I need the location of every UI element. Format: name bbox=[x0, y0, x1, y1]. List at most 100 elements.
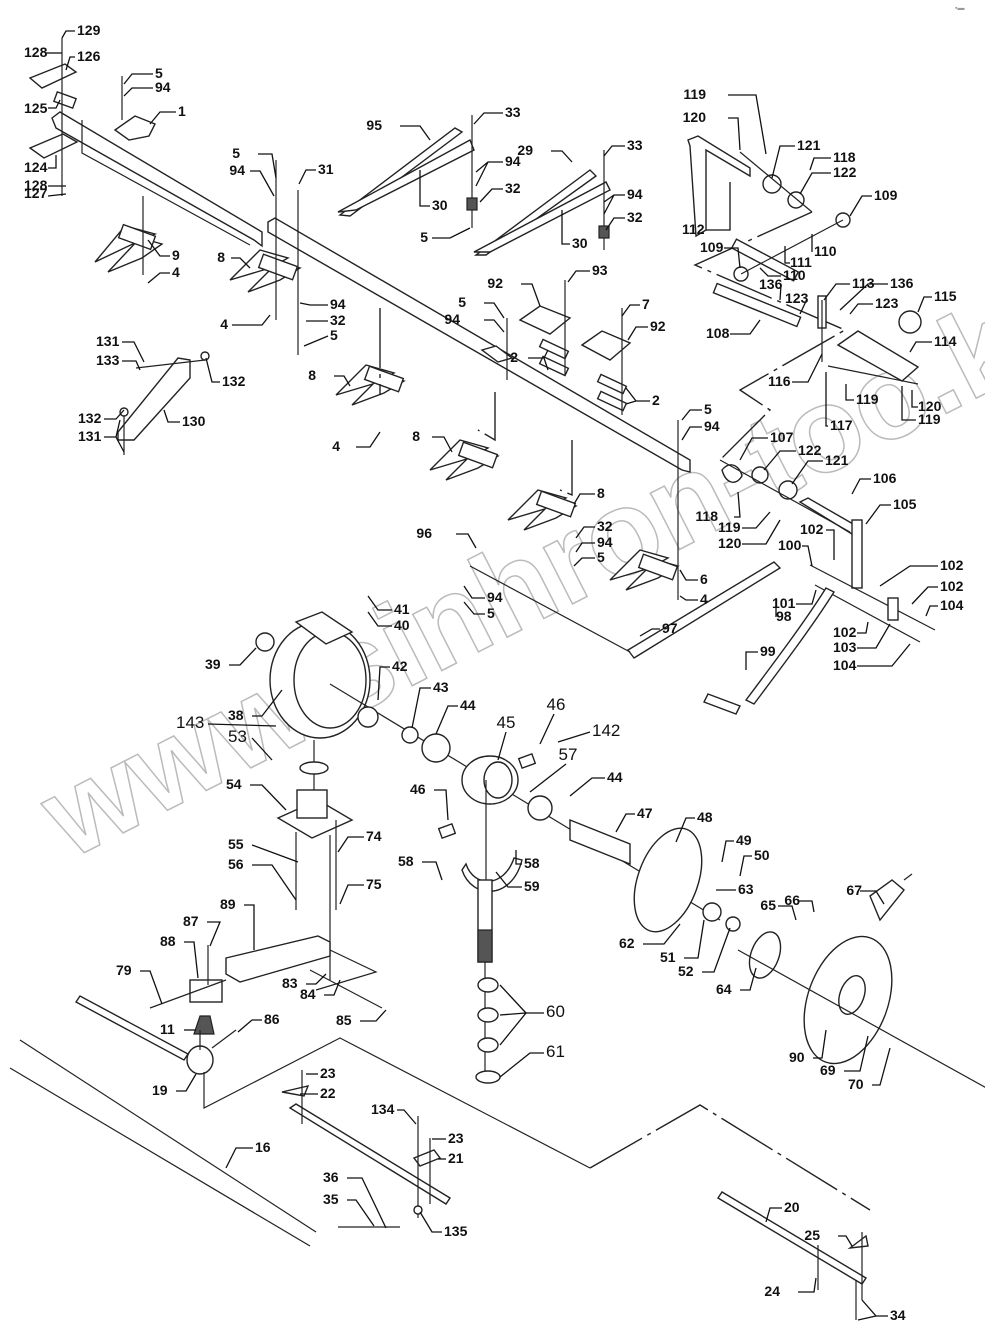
callout-122: 122 bbox=[763, 442, 822, 471]
leader-line bbox=[684, 919, 705, 959]
leader-line bbox=[231, 257, 251, 269]
leader-line bbox=[865, 504, 891, 525]
callout-44: 44 bbox=[569, 769, 623, 797]
callout-5: 5 bbox=[463, 601, 495, 621]
callout-97: 97 bbox=[639, 620, 678, 637]
leader-line bbox=[779, 284, 782, 301]
callout-132: 132 bbox=[205, 357, 246, 389]
part-number-label: 1 bbox=[178, 103, 186, 119]
callout-54: 54 bbox=[226, 776, 287, 811]
callout-129: 129 bbox=[61, 22, 101, 39]
callout-119: 119 bbox=[683, 86, 767, 155]
callout-94: 94 bbox=[475, 153, 521, 187]
leader-line bbox=[845, 384, 854, 401]
leader-line bbox=[849, 303, 873, 315]
callout-4: 4 bbox=[679, 591, 708, 607]
callout-20: 20 bbox=[765, 1199, 800, 1223]
callout-5: 5 bbox=[420, 227, 471, 245]
part-number-label: 88 bbox=[160, 933, 176, 949]
leader-line bbox=[838, 1235, 853, 1247]
part-number-label: 24 bbox=[764, 1283, 780, 1299]
part-number-label: 42 bbox=[392, 658, 408, 674]
callout-94: 94 bbox=[444, 311, 505, 333]
part-number-label: 8 bbox=[412, 428, 420, 444]
part-number-label: 32 bbox=[330, 312, 346, 328]
callout-86: 86 bbox=[237, 1011, 280, 1033]
part-number-label: 122 bbox=[833, 164, 857, 180]
part-number-label: 7 bbox=[642, 296, 650, 312]
callout-110: 110 bbox=[811, 234, 837, 259]
part-number-label: 123 bbox=[875, 295, 899, 311]
leader-line bbox=[839, 283, 888, 311]
part-number-label: 50 bbox=[754, 847, 770, 863]
callout-94: 94 bbox=[681, 418, 720, 441]
callout-4: 4 bbox=[147, 264, 180, 284]
callout-30: 30 bbox=[561, 210, 588, 251]
part-number-label: 74 bbox=[366, 828, 382, 844]
callout-94: 94 bbox=[463, 585, 503, 605]
callout-63: 63 bbox=[716, 881, 754, 897]
leader-line bbox=[724, 247, 741, 269]
part-number-label: 112 bbox=[682, 221, 705, 237]
part-number-label: 5 bbox=[420, 229, 428, 245]
leader-line bbox=[857, 1299, 888, 1321]
callout-88: 88 bbox=[160, 933, 199, 979]
callout-41: 41 bbox=[367, 595, 410, 617]
callout-60: 60 bbox=[499, 984, 565, 1046]
part-number-label: 58 bbox=[524, 855, 540, 871]
callout-132: 132 bbox=[78, 409, 125, 426]
callout-135: 135 bbox=[419, 1211, 468, 1239]
callout-1: 1 bbox=[149, 103, 186, 125]
callout-61: 61 bbox=[499, 1042, 565, 1078]
leader-line bbox=[435, 705, 458, 735]
leader-line bbox=[759, 267, 781, 277]
part-number-label: 132 bbox=[222, 373, 246, 389]
leader-line bbox=[61, 30, 75, 39]
callout-53: 53 bbox=[228, 727, 273, 761]
leader-line bbox=[347, 1199, 375, 1227]
part-number-label: 5 bbox=[330, 327, 338, 343]
callout-19: 19 bbox=[152, 1073, 197, 1098]
leader-line bbox=[721, 840, 734, 863]
leader-line bbox=[163, 409, 180, 423]
part-number-label: 4 bbox=[172, 264, 180, 280]
part-number-label: 58 bbox=[398, 853, 414, 869]
callout-50: 50 bbox=[739, 847, 770, 877]
part-number-label: 60 bbox=[546, 1002, 565, 1021]
leader-line bbox=[397, 1109, 417, 1125]
part-number-label: 92 bbox=[650, 318, 666, 334]
part-number-label: 120 bbox=[918, 398, 942, 414]
callout-32: 32 bbox=[306, 312, 346, 328]
leader-line bbox=[528, 349, 549, 371]
callout-35: 35 bbox=[323, 1191, 375, 1227]
part-number-label: 93 bbox=[592, 262, 608, 278]
callout-114: 114 bbox=[909, 333, 957, 353]
callout-6: 6 bbox=[679, 569, 708, 587]
part-number-label: 11 bbox=[160, 1021, 175, 1037]
part-number-label: 43 bbox=[433, 679, 449, 695]
leader-line bbox=[539, 713, 555, 745]
part-number-label: 55 bbox=[228, 836, 244, 852]
callout-105: 105 bbox=[865, 496, 917, 525]
leader-line bbox=[123, 87, 153, 97]
leader-line bbox=[909, 341, 932, 353]
callout-119: 119 bbox=[901, 386, 941, 427]
part-number-label: 8 bbox=[597, 485, 605, 501]
part-number-label: 23 bbox=[320, 1065, 336, 1081]
part-number-label: 114 bbox=[934, 333, 957, 349]
leader-line bbox=[207, 921, 221, 947]
part-number-label: 9 bbox=[172, 247, 180, 263]
callout-96: 96 bbox=[416, 525, 477, 549]
callout-87: 87 bbox=[183, 913, 221, 947]
callout-93: 93 bbox=[567, 262, 608, 283]
callout-94: 94 bbox=[575, 534, 613, 553]
callout-113: 113 bbox=[823, 275, 875, 301]
callout-45: 45 bbox=[497, 713, 515, 761]
leader-line bbox=[229, 647, 257, 666]
part-number-label: 75 bbox=[366, 876, 382, 892]
part-number-label: 41 bbox=[394, 601, 410, 617]
leader-line bbox=[575, 526, 595, 539]
part-number-label: 85 bbox=[336, 1012, 352, 1028]
knife-drive-arm bbox=[74, 935, 871, 1211]
part-number-label: 128 bbox=[24, 177, 48, 193]
